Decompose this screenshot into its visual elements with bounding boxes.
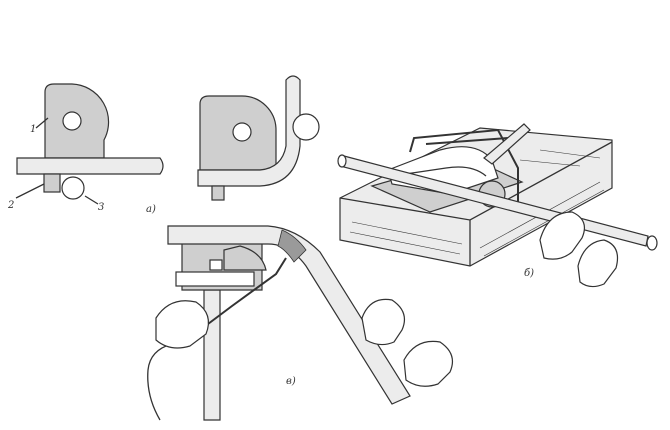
former-segment — [223, 245, 267, 271]
hand-right-b — [577, 239, 619, 288]
bender-lever — [483, 123, 531, 165]
clamp-nut — [209, 259, 223, 271]
leader-line-2 — [15, 183, 45, 199]
hand-upper-c — [361, 298, 405, 346]
label-2: 2 — [7, 200, 14, 211]
pressure-roller-bent — [292, 113, 320, 141]
label-1: 1 — [30, 124, 36, 135]
former-axle-hole — [62, 111, 82, 131]
panel-a-after-bending: а) — [146, 75, 320, 215]
vertical-post — [203, 289, 221, 421]
leader-line-3 — [84, 195, 99, 205]
hand-lower-c — [403, 340, 453, 387]
gas-torch — [199, 257, 287, 331]
heated-zone — [277, 229, 307, 263]
caption-c: в) — [286, 376, 296, 387]
panel-b-bench-bender: б) — [337, 123, 658, 288]
segment-groove — [391, 166, 487, 177]
label-3: 3 — [98, 202, 104, 213]
former-axle-hole-bent — [232, 122, 252, 142]
panel-a-before-bending: 1 2 3 — [7, 83, 164, 213]
clamp-bent — [211, 185, 225, 201]
caption-a: а) — [146, 204, 156, 215]
hand-left-b — [539, 211, 585, 260]
pipe-end-left — [337, 154, 347, 168]
heated-pipe — [167, 225, 411, 405]
caption-b: б) — [524, 268, 534, 279]
straight-pipe — [16, 157, 164, 175]
bent-pipe — [197, 75, 301, 187]
bender-frame — [409, 128, 519, 206]
pressure-roller-3 — [61, 176, 85, 200]
clamp-plate — [175, 271, 255, 287]
panel-c-hot-bending: в) — [147, 225, 453, 421]
clamp-2 — [43, 173, 61, 193]
torch-hose — [147, 343, 173, 421]
pipe-end-right — [646, 235, 658, 251]
hand-torch — [155, 300, 209, 349]
leader-line-1 — [35, 117, 49, 129]
